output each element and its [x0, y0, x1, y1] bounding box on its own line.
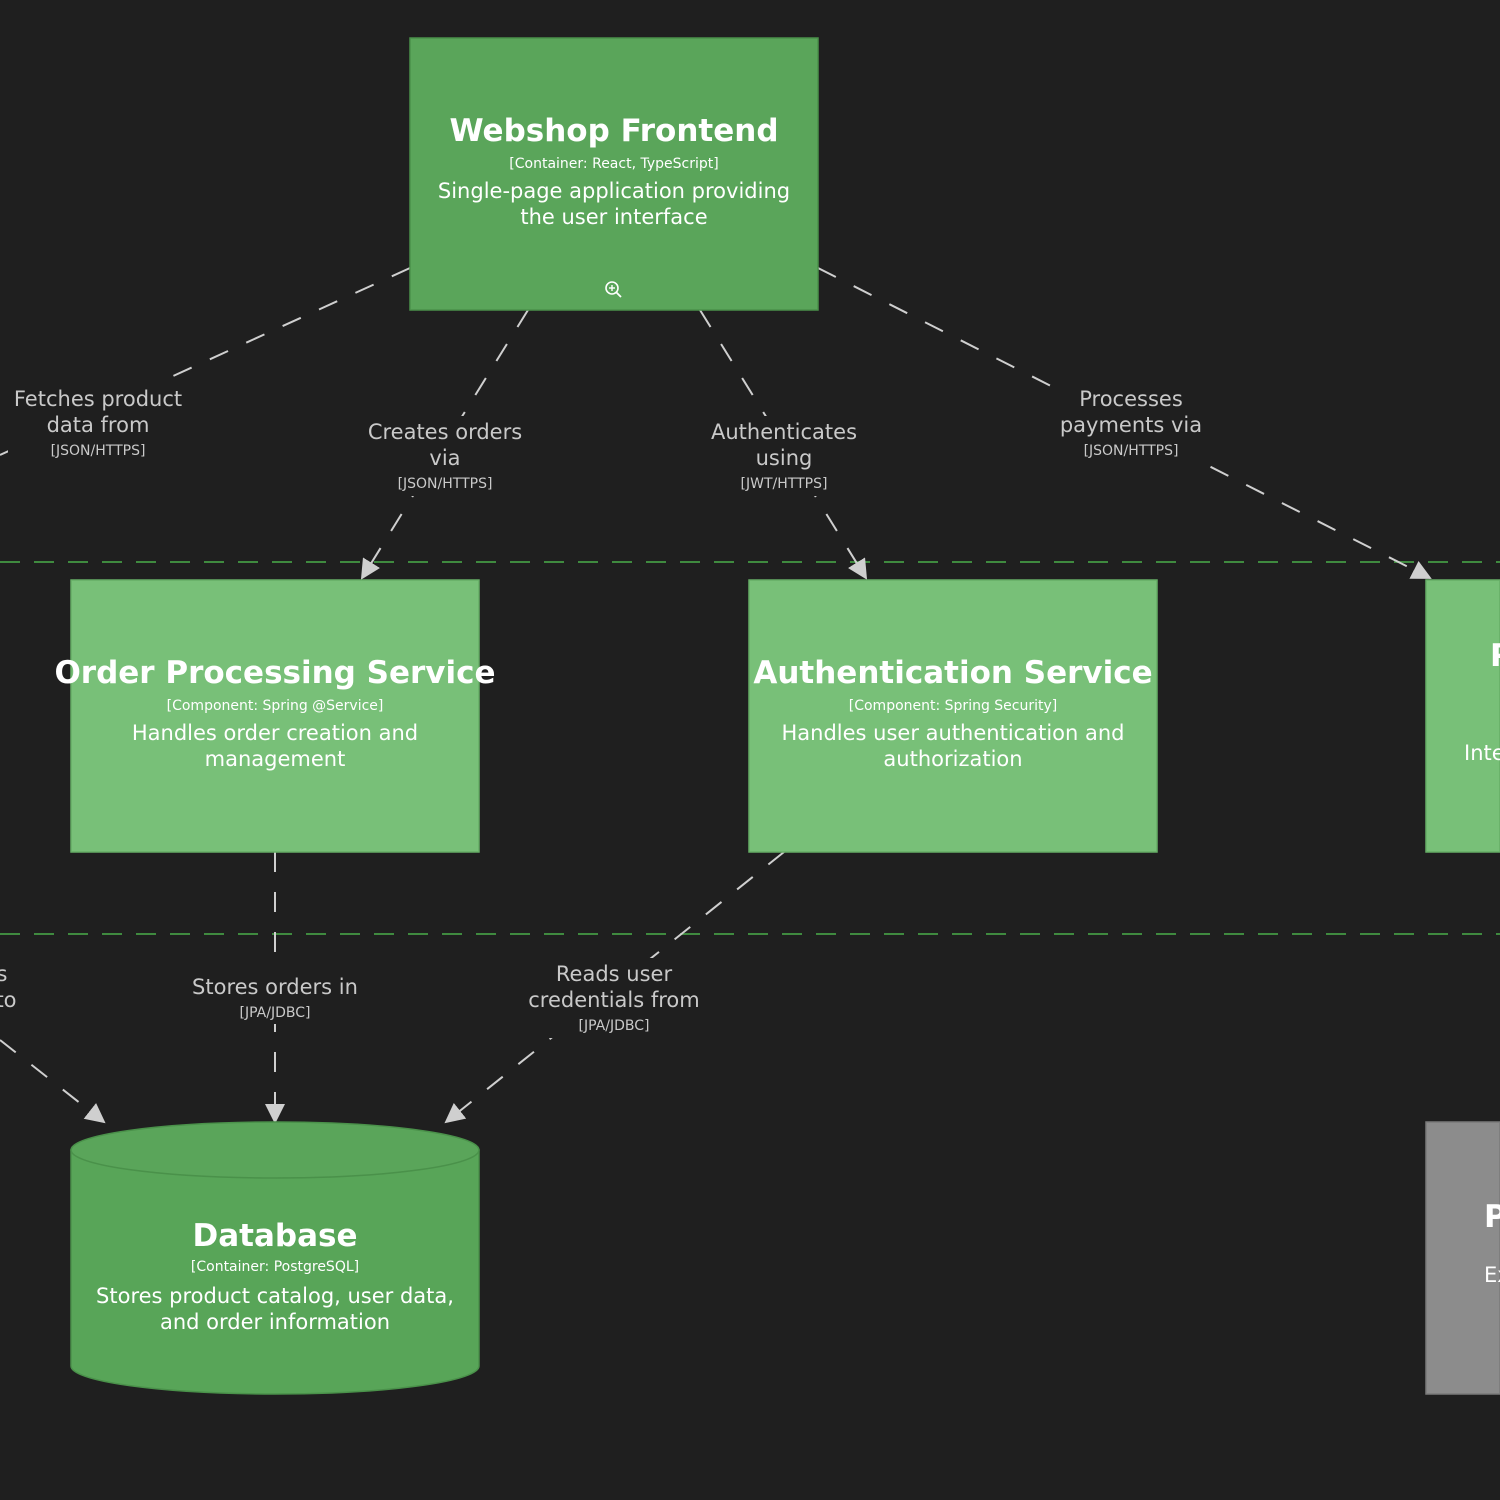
node-desc-line1: Single-page application providing — [438, 179, 790, 203]
edge-label-line2: to — [0, 988, 17, 1012]
node-desc-line1: Handles order creation and — [132, 721, 418, 745]
edge-label-tech: [JPA/JDBC] — [579, 1018, 650, 1034]
node-desc-line2: authorization — [883, 747, 1022, 771]
edge-label-line1: Stores orders in — [192, 975, 358, 999]
node-title: Order Processing Service — [54, 655, 495, 691]
edge-label-tech: [JSON/HTTPS] — [51, 443, 146, 459]
edge-label-tech: [JPA/JDBC] — [240, 1005, 311, 1021]
node-title: Authentication Service — [753, 655, 1152, 691]
edge-label-line1: s — [0, 962, 7, 986]
node-desc: Inte — [1464, 741, 1500, 765]
node-webshop-frontend[interactable]: Webshop Frontend [Container: React, Type… — [409, 37, 819, 311]
edge-label-line2: payments via — [1060, 413, 1202, 437]
edge-label-authenticates: Authenticates using [JWT/HTTPS] — [711, 420, 857, 492]
node-desc-line2: and order information — [160, 1310, 390, 1334]
node-title: Database — [193, 1218, 358, 1254]
node-authentication-service[interactable]: Authentication Service [Component: Sprin… — [748, 579, 1158, 853]
edge-label-stores: Stores orders in [JPA/JDBC] — [192, 975, 358, 1021]
edge-label-line1: Authenticates — [711, 420, 857, 444]
edge-label-line1: Reads user — [556, 962, 673, 986]
node-desc-line1: Handles user authentication and — [782, 721, 1125, 745]
edge-label-line2: via — [429, 446, 460, 470]
edge-creates — [360, 309, 529, 580]
node-title: P — [1484, 1199, 1500, 1235]
edge-authenticates — [699, 309, 868, 580]
edge-label-line1: Processes — [1079, 387, 1183, 411]
edge-label-line2: using — [756, 446, 813, 470]
node-desc-line2: the user interface — [520, 205, 707, 229]
node-title: P — [1490, 638, 1500, 674]
node-order-processing-service[interactable]: Order Processing Service [Component: Spr… — [54, 579, 496, 853]
edge-label-fetches: Fetches product data from [JSON/HTTPS] — [14, 387, 182, 459]
node-desc: Ex — [1484, 1263, 1500, 1287]
node-tech: [Container: React, TypeScript] — [509, 156, 718, 172]
node-desc-line2: management — [205, 747, 346, 771]
edge-processes — [817, 267, 1432, 579]
edge-partial-left — [0, 1039, 106, 1124]
zoom-in-icon[interactable] — [605, 281, 622, 298]
edge-label-tech: [JWT/HTTPS] — [741, 476, 828, 492]
node-payment-partial[interactable]: P Inte — [1425, 579, 1500, 853]
node-external-partial[interactable]: P Ex — [1425, 1121, 1500, 1395]
node-tech: [Component: Spring Security] — [849, 698, 1058, 714]
node-tech: [Container: PostgreSQL] — [191, 1259, 359, 1275]
node-title: Webshop Frontend — [449, 113, 778, 149]
edge-label-processes: Processes payments via [JSON/HTTPS] — [1060, 387, 1202, 459]
node-desc-line1: Stores product catalog, user data, — [96, 1284, 454, 1308]
edge-label-line1: Fetches product — [14, 387, 182, 411]
edge-label-line1: Creates orders — [368, 420, 522, 444]
node-database[interactable]: Database [Container: PostgreSQL] Stores … — [70, 1121, 480, 1395]
edge-label-line2: credentials from — [528, 988, 699, 1012]
edge-label-tech: [JSON/HTTPS] — [1084, 443, 1179, 459]
edge-label-tech: [JSON/HTTPS] — [398, 476, 493, 492]
edge-label-creates: Creates orders via [JSON/HTTPS] — [368, 420, 522, 492]
edge-label-reads: Reads user credentials from [JPA/JDBC] — [528, 962, 699, 1034]
node-tech: [Component: Spring @Service] — [167, 698, 384, 714]
edge-label-partial-left: s to — [0, 962, 17, 1012]
edge-label-line2: data from — [47, 413, 150, 437]
